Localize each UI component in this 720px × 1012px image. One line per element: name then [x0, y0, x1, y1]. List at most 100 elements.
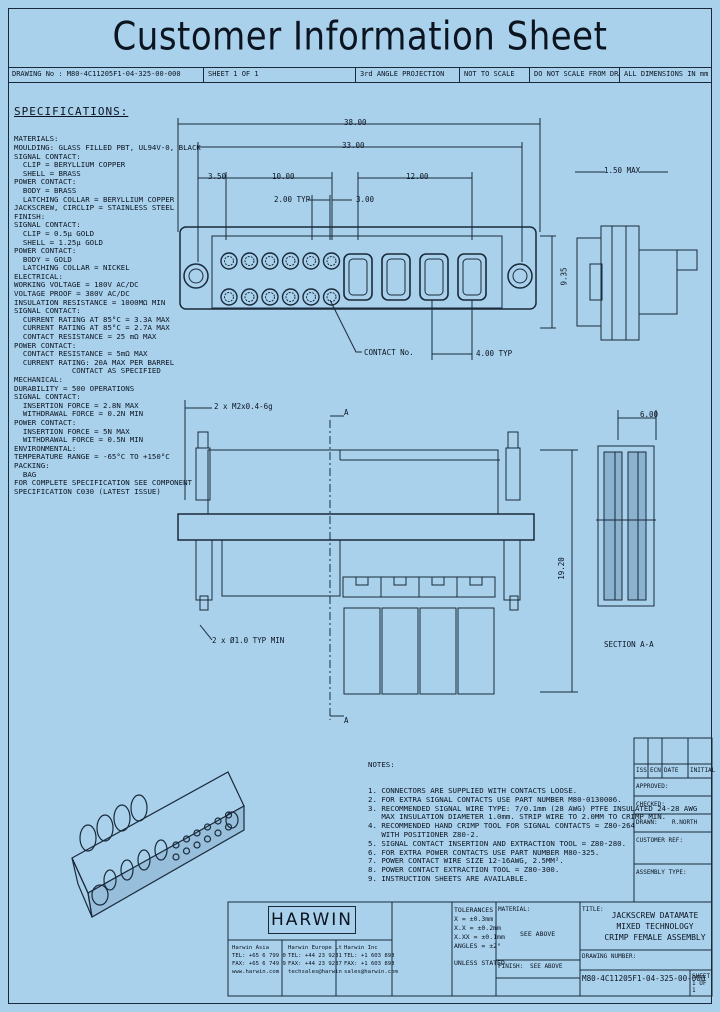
note-line: MAX INSULATION DIAMETER 1.0mm. STRIP WIR…	[368, 812, 667, 822]
office-web: sales@harwin.com	[344, 969, 398, 975]
isometric-view	[71, 771, 245, 918]
signal-contact	[261, 288, 279, 306]
signal-contact-inner	[244, 292, 255, 302]
finish-label: FINISH:	[498, 963, 524, 970]
iso-barrel	[113, 804, 131, 832]
power-contact-inner	[462, 258, 482, 296]
signal-contact	[220, 288, 238, 306]
spec-line: POWER CONTACT:	[14, 246, 77, 256]
spec-line: MATERIALS:	[14, 134, 59, 144]
sheet-box: SHEET 1 OF 1	[692, 973, 711, 994]
side-view	[576, 225, 698, 341]
dim-4-00-typ: 4.00 TYP	[476, 349, 513, 358]
finish-value: SEE ABOVE	[530, 963, 563, 970]
spec-line: SIGNAL CONTACT:	[14, 220, 81, 230]
harwin-logo: HARWIN	[268, 906, 356, 934]
spec-line: CONTACT RESISTANCE = 25 mΩ MAX	[14, 332, 157, 342]
top-view	[177, 118, 668, 360]
notes-lines: 1. CONNECTORS ARE SUPPLIED WITH CONTACTS…	[368, 785, 697, 884]
signal-contact-inner	[326, 256, 337, 266]
header-drawing-no: DRAWING No : M80-4C11205F1-04-325-00-000	[8, 68, 204, 82]
spec-line: BODY = GOLD	[14, 254, 72, 264]
dim-12-00: 12.00	[406, 172, 429, 181]
iso-signal-hole	[224, 823, 233, 831]
iso-barrel	[96, 814, 114, 842]
note-line: 4. RECOMMENDED HAND CRIMP TOOL FOR SIGNA…	[368, 821, 635, 831]
spec-line: POWER CONTACT:	[14, 417, 77, 427]
tolerance-line: X.X = ±0.2mm	[454, 924, 501, 932]
iso-signal-hole	[193, 841, 201, 849]
signal-contact	[322, 252, 341, 270]
section-label: SECTION A-A	[604, 640, 654, 649]
power-contact-body	[343, 607, 381, 695]
dim-6-00: 6.00	[640, 410, 659, 419]
signal-contact-inner	[306, 256, 316, 266]
tolerance-line: ANGLES = ±2°	[454, 942, 501, 950]
signal-contact	[240, 288, 259, 306]
spec-line: PACKING:	[14, 460, 50, 470]
spec-line: CURRENT RATING AT 85°C = 3.3A MAX	[14, 314, 170, 324]
spec-line: WITHDRAWAL FORCE = 0.2N MIN	[14, 409, 144, 419]
dim-jackscrew: 2 x M2x0.4-6g	[214, 402, 273, 411]
dim-3-50: 3.50	[208, 172, 227, 181]
signal-contact	[302, 288, 320, 306]
header-sheet: SHEET 1 OF 1	[204, 68, 356, 82]
spec-line: INSERTION FORCE = 2.8N MAX	[14, 400, 139, 410]
spec-line: SHELL = 1.25μ GOLD	[14, 237, 103, 247]
signal-contact-inner	[265, 256, 275, 266]
title-desc-line: CRIMP FEMALE ASSEMBLY	[604, 933, 706, 942]
customer-ref: CUSTOMER REF:	[636, 837, 683, 844]
spec-line: BAG	[14, 469, 37, 479]
spec-line: CLIP = 0.5μ GOLD	[14, 228, 95, 238]
tolerance-line: X.XX = ±0.1mm	[454, 933, 505, 941]
iso-barrel	[130, 794, 148, 822]
power-contact-body	[457, 607, 495, 695]
office-web: techsales@harwin.co.uk	[288, 969, 342, 975]
dim-1-50-max: 1.50 MAX	[604, 166, 641, 175]
power-contact-inner	[348, 258, 368, 296]
notes-heading: NOTES:	[368, 759, 395, 769]
spec-line: ELECTRICAL:	[14, 271, 63, 281]
spec-line: INSERTION FORCE = 5N MAX	[14, 426, 130, 436]
iso-barrel-hole	[137, 849, 151, 871]
dim-pitch-span: 33.00	[342, 141, 365, 150]
office-name: Harwin Europe Ltd	[288, 945, 342, 951]
iso-signal-hole	[172, 841, 180, 849]
spec-line: WORKING VOLTAGE = 180V AC/DC	[14, 280, 139, 290]
drawing-frame	[8, 8, 712, 1004]
signal-contact-inner	[285, 256, 296, 266]
office-fax: FAX: +1 603 893 5396	[344, 961, 398, 967]
note-line: 6. FOR EXTRA POWER CONTACTS USE PART NUM…	[368, 847, 600, 857]
dim-pcb-tail: 2 x Ø1.0 TYP MIN	[212, 636, 285, 645]
signal-contact-inner	[224, 292, 234, 302]
assembly-label: ASSEMBLY TYPE:	[636, 869, 687, 876]
front-view	[177, 400, 578, 720]
drawing-number-label: DRAWING NUMBER:	[582, 953, 637, 960]
signal-contact	[240, 252, 259, 270]
spec-line: CURRENT RATING: 20A MAX PER BARREL	[14, 357, 175, 367]
power-contact	[419, 253, 449, 301]
signal-contact-inner	[244, 256, 255, 266]
approved-label: APPROVED:	[636, 783, 669, 790]
dim-3-00: 3.00	[356, 195, 375, 204]
note-line: 9. INSTRUCTION SHEETS ARE AVAILABLE.	[368, 873, 529, 883]
header-projection: 3rd ANGLE PROJECTION	[356, 68, 460, 82]
signal-contact	[281, 288, 300, 306]
spec-line: BODY = BRASS	[14, 185, 77, 195]
iso-signal-holes	[172, 811, 233, 861]
spec-line: CONTACT RESISTANCE = 5mΩ MAX	[14, 349, 148, 359]
signal-contact	[322, 288, 341, 306]
iso-signal-hole	[193, 829, 201, 837]
power-contact-notch	[469, 576, 483, 586]
contact-number-callout: CONTACT No.	[364, 348, 414, 357]
power-contact-head	[456, 576, 496, 598]
note-line: 1. CONNECTORS ARE SUPPLIED WITH CONTACTS…	[368, 785, 578, 795]
signal-contact-grid	[220, 252, 341, 306]
signal-contact-inner	[224, 256, 234, 266]
spec-line: SIGNAL CONTACT:	[14, 306, 81, 316]
header-strip: DRAWING No : M80-4C11205F1-04-325-00-000…	[8, 67, 712, 83]
iso-signal-hole	[172, 853, 180, 861]
dim-2-00-typ: 2.00 TYP	[274, 195, 311, 204]
